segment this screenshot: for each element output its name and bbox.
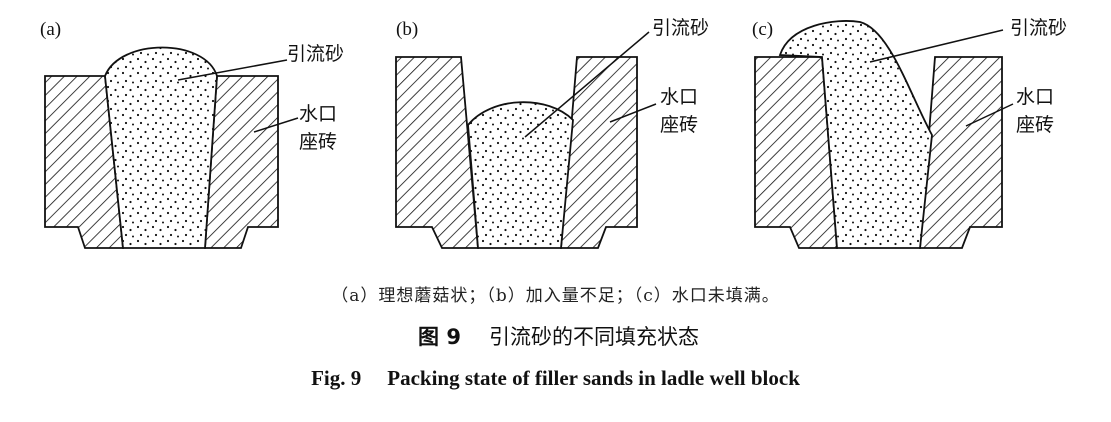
panel-a-block-label-line2: 座砖: [299, 131, 337, 153]
panel-c-right-block: [919, 56, 1003, 249]
figure-caption-en-label: Fig. 9: [311, 366, 362, 390]
panel-a-block-label-line1: 水口: [299, 103, 337, 125]
panel-c-block-leader: [965, 103, 1014, 127]
panel-b-sand-leader: [524, 31, 650, 138]
panel-a-label: (a): [40, 19, 61, 40]
panel-c: (c) 引流砂 水口 座砖: [752, 17, 1067, 249]
panel-b-label: (b): [396, 19, 418, 40]
panel-c-sand-label: 引流砂: [1010, 17, 1067, 39]
panel-c-label: (c): [752, 19, 773, 40]
panel-b-right-block: [560, 56, 638, 249]
figure-caption-cn-label: 图 9: [418, 325, 461, 349]
figure-caption-cn-text: 引流砂的不同填充状态: [488, 325, 699, 349]
panel-b-left-block: [395, 56, 479, 249]
subcaption: （a）理想蘑菇状；（b）加入量不足；（c）水口未填满。: [331, 286, 780, 306]
panel-c-filler-sand: [778, 20, 933, 249]
panel-b-sand-label: 引流砂: [652, 17, 709, 39]
panel-a-filler-sand: [104, 46, 218, 249]
panel-b-block-leader: [609, 103, 657, 123]
figure-caption-en-text: Packing state of filler sands in ladle w…: [387, 366, 800, 390]
panel-b-block-label-line1: 水口: [660, 86, 698, 108]
panel-a: (a) 引流砂 水口 座砖: [40, 19, 344, 249]
panel-a-sand-leader: [177, 59, 288, 81]
panel-b-filler-sand: [467, 101, 574, 249]
panel-c-block-label-line2: 座砖: [1016, 114, 1054, 136]
figure-caption-cn: 图 9 引流砂的不同填充状态: [0, 321, 1111, 351]
panel-a-block-leader: [253, 117, 299, 133]
panel-a-sand-label: 引流砂: [287, 43, 344, 65]
panel-c-block-label-line1: 水口: [1016, 86, 1054, 108]
panel-b-block-label-line2: 座砖: [660, 114, 698, 136]
figure-caption-en: Fig. 9 Packing state of filler sands in l…: [0, 366, 1111, 391]
panel-b: (b) 引流砂 水口 座砖: [395, 17, 709, 249]
panel-c-sand-leader: [869, 29, 1004, 63]
